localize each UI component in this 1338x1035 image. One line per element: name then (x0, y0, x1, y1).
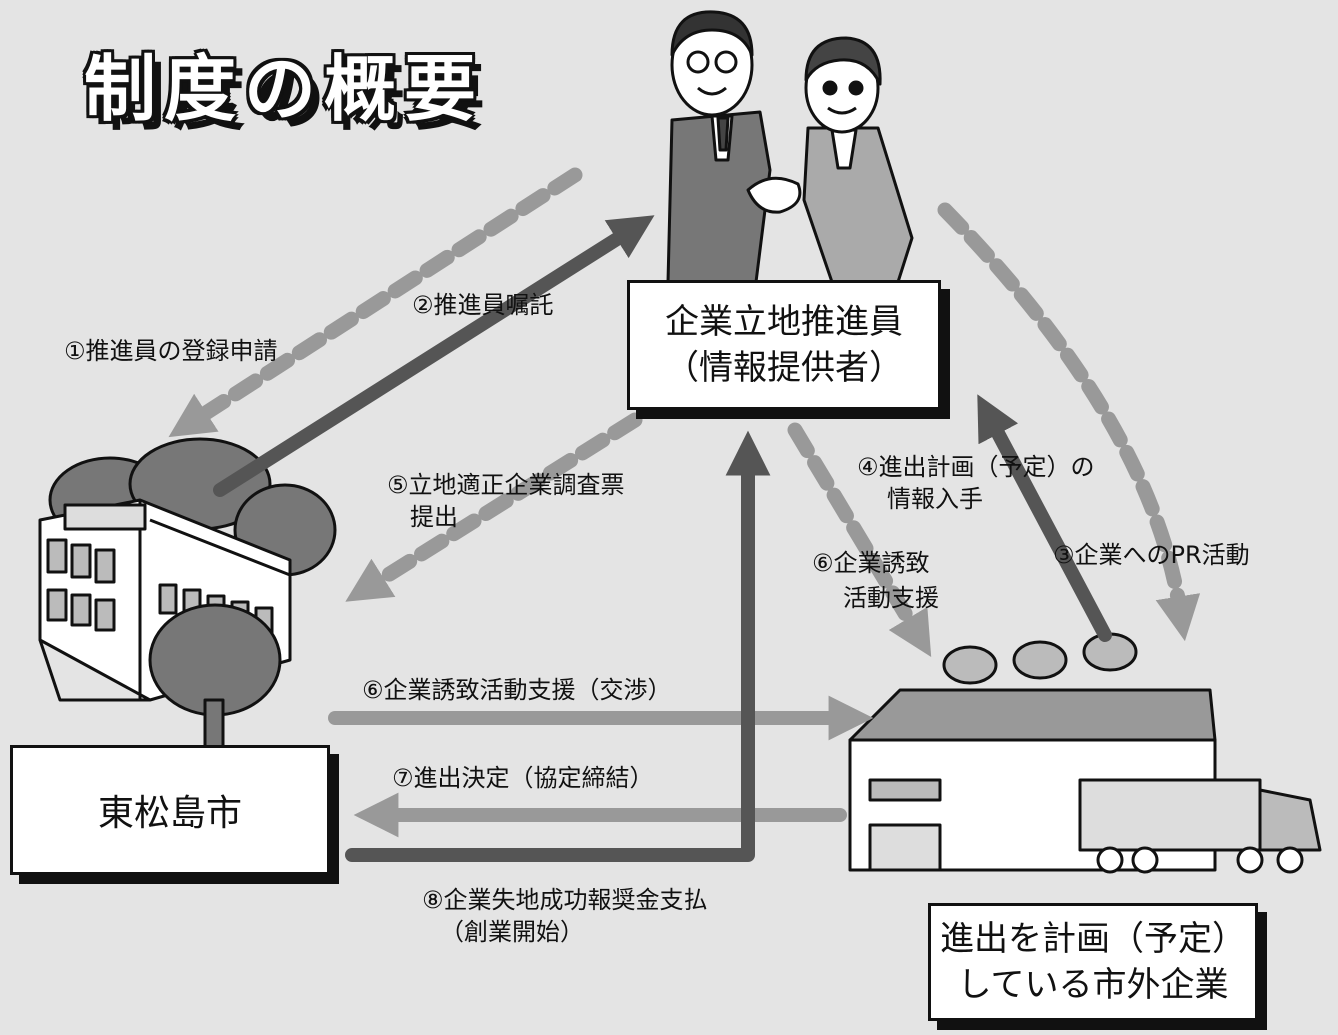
arrow-6-support (787, 422, 932, 658)
label-flow-6a-1: ⑥企業誘致 (812, 549, 930, 577)
label-flow-3: ③企業へのPR活動 (1053, 541, 1250, 569)
label-flow-4b: 情報入手 (887, 485, 983, 513)
flow-arrows (168, 167, 1201, 862)
arrow-2-commission (213, 215, 655, 497)
promoter-box: 企業立地推進員 （情報提供者） (627, 280, 941, 410)
diagram-title: 制度の概要 (84, 47, 485, 131)
label-flow-4a: ④進出計画（予定）の (857, 453, 1095, 481)
label-flow-6a-2: 活動支援 (843, 584, 939, 612)
arrow-3-pr (937, 202, 1201, 642)
label-flow-7: ⑦進出決定（協定締結） (392, 764, 654, 792)
label-flow-6b: ⑥企業誘致活動支援（交渉） (362, 676, 672, 704)
label-flow-5b: 提出 (410, 503, 458, 531)
label-flow-1: ①推進員の登録申請 (64, 337, 278, 365)
arrow-5-survey (345, 412, 643, 602)
company-line1: 進出を計画（予定） (940, 919, 1246, 959)
arrow-4-info (977, 394, 1112, 642)
label-flow-2: ②推進員嘱託 (412, 291, 554, 319)
company-line2: している市外企業 (957, 965, 1229, 1005)
promoter-line1: 企業立地推進員 (665, 302, 903, 342)
arrow-1-registration (168, 167, 583, 438)
arrow-8-payment (345, 430, 771, 862)
label-flow-5a: ⑤立地適正企業調査票 (387, 471, 625, 499)
company-box: 進出を計画（予定） している市外企業 (928, 903, 1258, 1021)
city-box: 東松島市 (10, 745, 330, 875)
label-flow-8a: ⑧企業失地成功報奨金支払 (422, 886, 708, 914)
city-label: 東松島市 (97, 793, 242, 834)
label-flow-8b: （創業開始） (440, 918, 584, 946)
factory-illustration (848, 632, 1322, 874)
city-hall-illustration (38, 437, 337, 752)
promoter-line2: （情報提供者） (665, 348, 903, 388)
businessmen-illustration (666, 10, 914, 284)
